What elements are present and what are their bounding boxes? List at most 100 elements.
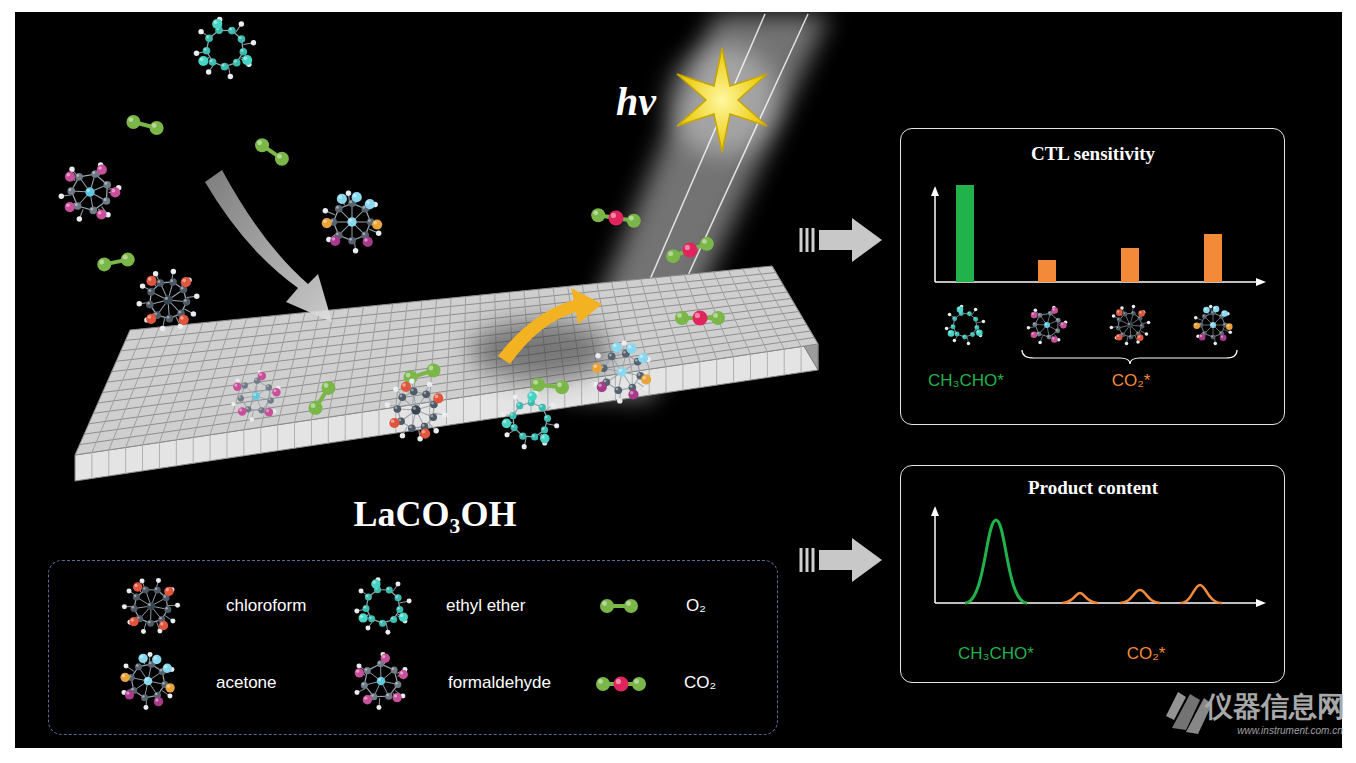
atom	[140, 578, 145, 583]
atom	[398, 393, 406, 401]
atom	[501, 412, 506, 417]
atom	[426, 363, 440, 377]
atom-shine	[640, 355, 644, 359]
atom	[407, 599, 412, 604]
atom-shine	[967, 342, 968, 343]
atom-shine	[132, 606, 134, 608]
atom	[643, 386, 648, 391]
atom	[401, 382, 411, 392]
bond	[429, 423, 436, 430]
atom	[121, 253, 135, 267]
atom	[982, 320, 986, 324]
atom	[396, 606, 403, 613]
atom	[1221, 310, 1228, 317]
molecule-co2	[675, 311, 725, 326]
atom-shine	[542, 427, 545, 430]
atom	[163, 295, 172, 304]
atom	[1037, 332, 1042, 337]
atom-shine	[239, 22, 241, 24]
atom	[1138, 310, 1145, 317]
atom-shine	[613, 344, 617, 348]
atom	[154, 697, 163, 706]
atom-shine	[371, 694, 373, 696]
atom-shine	[635, 359, 638, 362]
atom-shine	[123, 605, 125, 607]
arrow-bar	[812, 228, 815, 252]
atom-shine	[1037, 332, 1039, 334]
axis-label: CH₃CHO*	[958, 644, 1034, 664]
atom	[617, 367, 626, 376]
atom	[376, 231, 381, 236]
atom	[75, 173, 83, 181]
atom-shine	[105, 182, 108, 185]
atom-shine	[359, 589, 361, 591]
slab-grid	[328, 417, 329, 443]
atom-shine	[1117, 326, 1119, 328]
atom-shine	[1117, 310, 1119, 312]
slab-grid	[277, 425, 278, 451]
atom-shine	[630, 385, 633, 388]
atom	[550, 403, 555, 408]
atom	[365, 625, 370, 630]
atom	[1131, 311, 1136, 316]
atom	[152, 655, 161, 664]
atom-shine	[409, 426, 412, 429]
atom-shine	[1117, 318, 1119, 320]
atom	[1117, 317, 1122, 322]
atom	[1137, 334, 1144, 341]
atom-shine	[1112, 315, 1113, 316]
atom	[1038, 341, 1042, 345]
atom-shine	[180, 316, 184, 320]
atom-shine	[422, 424, 425, 427]
bond	[1141, 331, 1147, 334]
atom	[945, 327, 949, 331]
atom-shine	[418, 437, 420, 439]
atom-shine	[98, 211, 102, 215]
atom	[1140, 324, 1145, 329]
slab-grid	[379, 304, 393, 410]
atom-shine	[622, 341, 624, 343]
atom	[228, 74, 233, 79]
atom-shine	[239, 409, 242, 412]
legend-icon	[108, 641, 188, 721]
atom	[511, 424, 518, 431]
atom-shine	[396, 582, 398, 584]
atom	[1060, 322, 1067, 329]
photon-star	[677, 48, 767, 152]
atom-shine	[1032, 313, 1034, 315]
atom-shine	[401, 694, 403, 696]
atom-shine	[145, 678, 148, 681]
atom	[522, 444, 527, 449]
atom	[183, 298, 191, 306]
atom-shine	[1045, 323, 1047, 325]
atom	[175, 603, 180, 608]
atom-shine	[623, 351, 626, 354]
molecule-o2	[255, 138, 289, 166]
atom	[641, 374, 651, 384]
atom-shine	[377, 706, 379, 708]
atom	[1031, 312, 1038, 319]
atom-shine	[1132, 305, 1133, 306]
watermark-text: 仪器信息网	[1205, 688, 1345, 726]
atom	[509, 412, 516, 419]
slab-grid	[210, 318, 247, 434]
atom	[143, 705, 148, 710]
atom-shine	[629, 216, 634, 221]
atom-shine	[968, 312, 970, 314]
molecule-chloro	[137, 269, 200, 331]
atom	[1199, 334, 1206, 341]
atom-shine	[1110, 326, 1111, 327]
slab-grid	[328, 308, 349, 417]
atom-shine	[391, 419, 395, 423]
atom-shine	[517, 403, 520, 406]
atom	[156, 578, 161, 583]
atom	[516, 402, 523, 409]
atom-shine	[144, 706, 146, 708]
atom-shine	[1128, 323, 1130, 325]
molecule-chloro	[1110, 305, 1151, 345]
atom	[1213, 306, 1220, 313]
molecule-o2	[97, 253, 135, 272]
atom-shine	[117, 186, 119, 188]
slab-grid	[757, 267, 801, 346]
atom	[141, 694, 148, 701]
